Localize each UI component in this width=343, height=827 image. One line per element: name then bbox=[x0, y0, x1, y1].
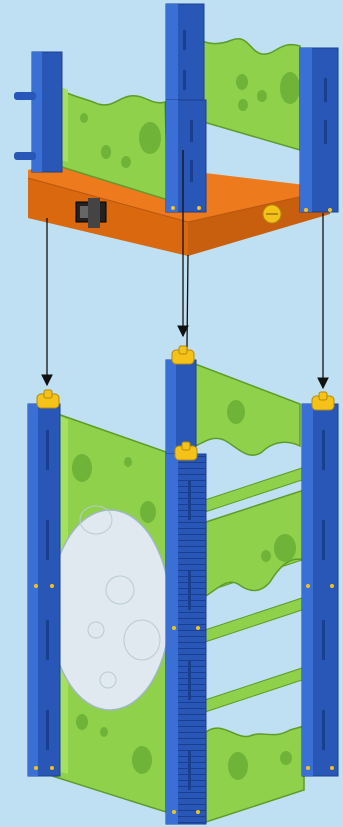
top-post-right bbox=[300, 48, 338, 212]
screw-icon bbox=[263, 205, 281, 223]
bottom-post-front bbox=[166, 454, 206, 824]
bottom-post-back bbox=[166, 360, 196, 460]
bottom-post-left bbox=[28, 404, 60, 776]
top-post-front bbox=[166, 100, 206, 212]
bottom-left-green-panel bbox=[50, 412, 170, 812]
top-post-back bbox=[166, 4, 204, 112]
bottom-post-right bbox=[302, 404, 338, 776]
